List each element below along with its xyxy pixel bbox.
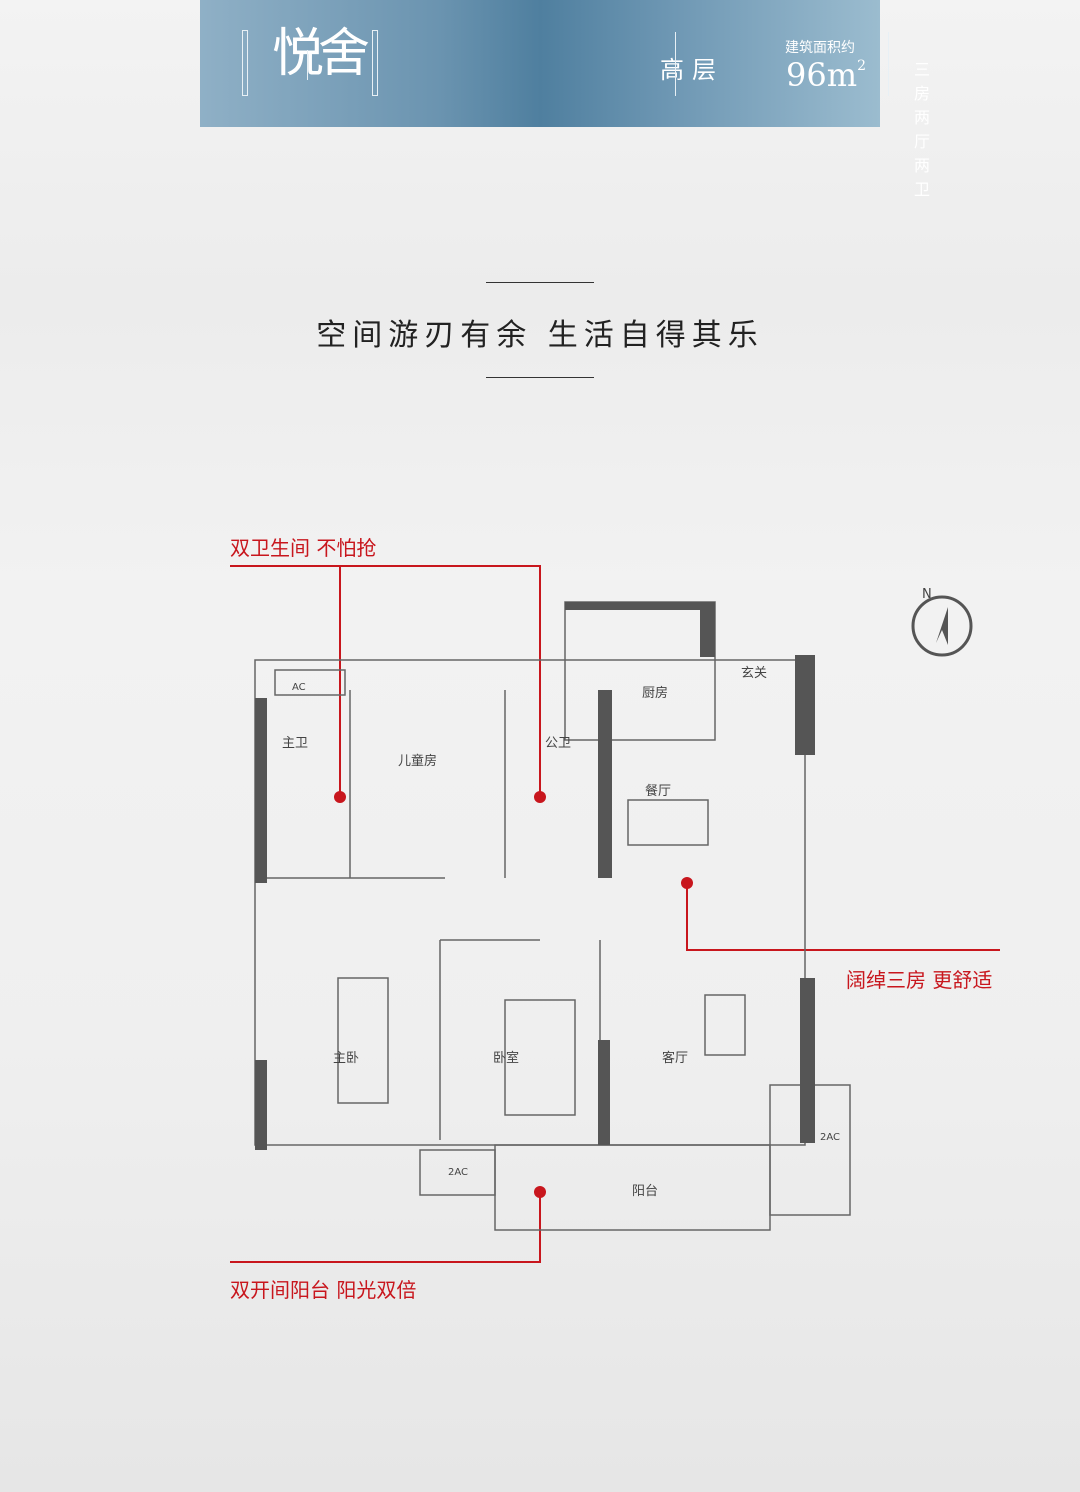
decor-bar [242,30,248,96]
room-living: 客厅 [662,1050,688,1066]
callout-dots [334,791,693,1198]
room-entrance: 玄关 [741,666,767,681]
ac-label: 2AC [820,1132,840,1143]
room-labels: 主卫 儿童房 公卫 厨房 玄关 餐厅 主卧 卧室 客厅 阳台 AC 2AC 2A… [282,666,840,1199]
room-public-bath: 公卫 [545,736,571,751]
room-bedroom: 卧室 [493,1050,519,1066]
callout-balcony: 双开间阳台 阳光双倍 [230,1278,417,1302]
divider [888,32,889,96]
plan-lines [254,601,851,1231]
callout-bedrooms: 阔绰三房 更舒适 [846,968,993,992]
ac-label: AC [292,682,306,693]
divider [307,50,308,80]
project-name-char: 舍 [318,24,371,84]
room-dining: 餐厅 [645,783,671,799]
room-kids: 儿童房 [398,753,437,769]
slogan: 空间游刃有余 生活自得其乐 [316,318,764,353]
divider [675,32,676,96]
area-label: 建筑面积约 [785,40,855,56]
room-balcony: 阳台 [632,1184,658,1199]
walls [255,602,815,1150]
room-master-bedroom: 主卧 [333,1051,359,1066]
title-banner: 悦 舍 高层 建筑面积约 96m2 三房两厅两卫 [200,0,930,199]
building-type: 高层 [660,56,724,84]
room-kitchen: 厨房 [642,685,668,701]
compass: N [911,587,973,657]
area-value: 96m2 [786,56,866,94]
room-master-bath: 主卫 [282,736,308,751]
callout-lines [230,565,1000,1263]
decor-bar [372,30,378,96]
divider-bottom [486,377,594,378]
divider-top [486,282,594,283]
layout-label: 三房两厅两卫 [914,60,931,199]
callout-bathrooms: 双卫生间 不怕抢 [230,536,377,560]
ac-label: 2AC [448,1167,468,1178]
project-name-char: 悦 [272,24,325,84]
svg-text:N: N [922,587,932,602]
